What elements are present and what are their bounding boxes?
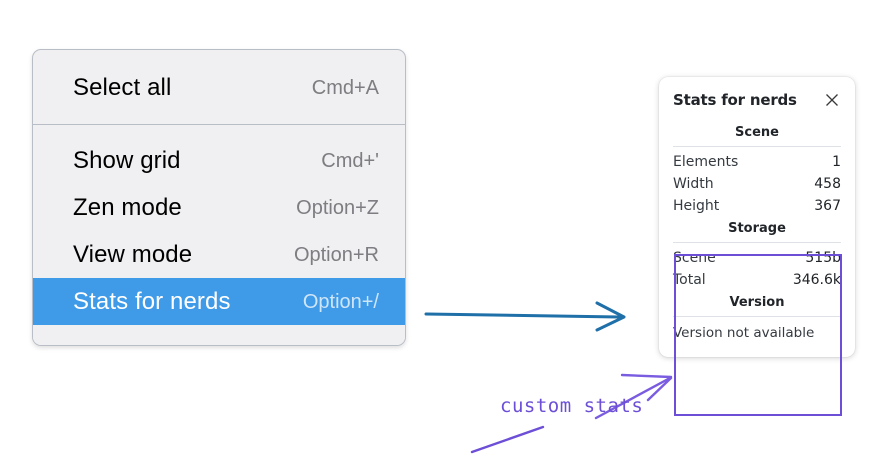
menu-group-view: Show grid Cmd+' Zen mode Option+Z View m…	[33, 125, 405, 325]
menu-item-shortcut: Cmd+'	[321, 149, 379, 172]
version-note: Version not available	[673, 325, 815, 341]
menu-footer-spacer	[33, 325, 405, 345]
annotation-lead-stroke	[470, 425, 545, 454]
menu-item-label: Select all	[73, 73, 172, 101]
stats-row-value: 458	[814, 176, 841, 192]
section-heading: Scene	[735, 125, 779, 140]
stats-row-value: 1	[832, 154, 841, 170]
section-heading: Version	[729, 295, 785, 310]
stats-row: Width 458	[673, 173, 841, 195]
stats-section-storage: Storage Scene 515b Total 346.6k	[673, 217, 841, 291]
menu-group-selection: Select all Cmd+A	[33, 50, 405, 124]
menu-item-label: View mode	[73, 240, 193, 268]
stats-section-version: Version Version not available	[673, 291, 841, 343]
stats-row: Height 367	[673, 195, 841, 217]
section-heading: Storage	[728, 221, 786, 236]
stats-row: Scene 515b	[673, 247, 841, 269]
context-menu[interactable]: Select all Cmd+A Show grid Cmd+' Zen mod…	[32, 49, 406, 346]
menu-item-label: Stats for nerds	[73, 287, 231, 315]
flow-arrow-icon	[424, 301, 626, 332]
stats-row-key: Total	[673, 272, 706, 288]
menu-item-shortcut: Option+/	[302, 290, 379, 313]
menu-item-zen-mode[interactable]: Zen mode Option+Z	[33, 184, 405, 231]
stats-row-value: 515b	[805, 250, 841, 266]
stats-row-key: Elements	[673, 154, 739, 170]
menu-item-label: Zen mode	[73, 193, 182, 221]
menu-item-view-mode[interactable]: View mode Option+R	[33, 231, 405, 278]
stats-row: Total 346.6k	[673, 269, 841, 291]
section-rule	[673, 316, 841, 317]
section-rule	[673, 146, 841, 147]
stats-section-scene: Scene Elements 1 Width 458 Height 367	[673, 121, 841, 217]
stats-row-key: Height	[673, 198, 720, 214]
stats-panel-title: Stats for nerds	[673, 91, 797, 109]
stats-panel-titlebar: Stats for nerds	[673, 91, 841, 109]
menu-separator	[33, 124, 405, 125]
menu-item-stats-for-nerds[interactable]: Stats for nerds Option+/	[33, 278, 405, 325]
menu-item-shortcut: Option+R	[293, 243, 379, 266]
stats-row-value: 367	[814, 198, 841, 214]
menu-item-shortcut: Cmd+A	[311, 76, 379, 99]
menu-item-shortcut: Option+Z	[296, 196, 379, 219]
close-icon[interactable]	[823, 91, 841, 109]
menu-item-label: Show grid	[73, 146, 181, 174]
stats-row: Elements 1	[673, 151, 841, 173]
section-rule	[673, 242, 841, 243]
annotation-label: custom stats	[500, 395, 644, 417]
stats-row-key: Width	[673, 176, 714, 192]
menu-item-show-grid[interactable]: Show grid Cmd+'	[33, 137, 405, 184]
stats-row-key: Scene	[673, 250, 716, 266]
menu-item-select-all[interactable]: Select all Cmd+A	[33, 64, 405, 111]
stats-for-nerds-panel[interactable]: Stats for nerds Scene Elements 1 Width 4…	[659, 77, 855, 357]
stats-row-value: 346.6k	[792, 272, 841, 288]
